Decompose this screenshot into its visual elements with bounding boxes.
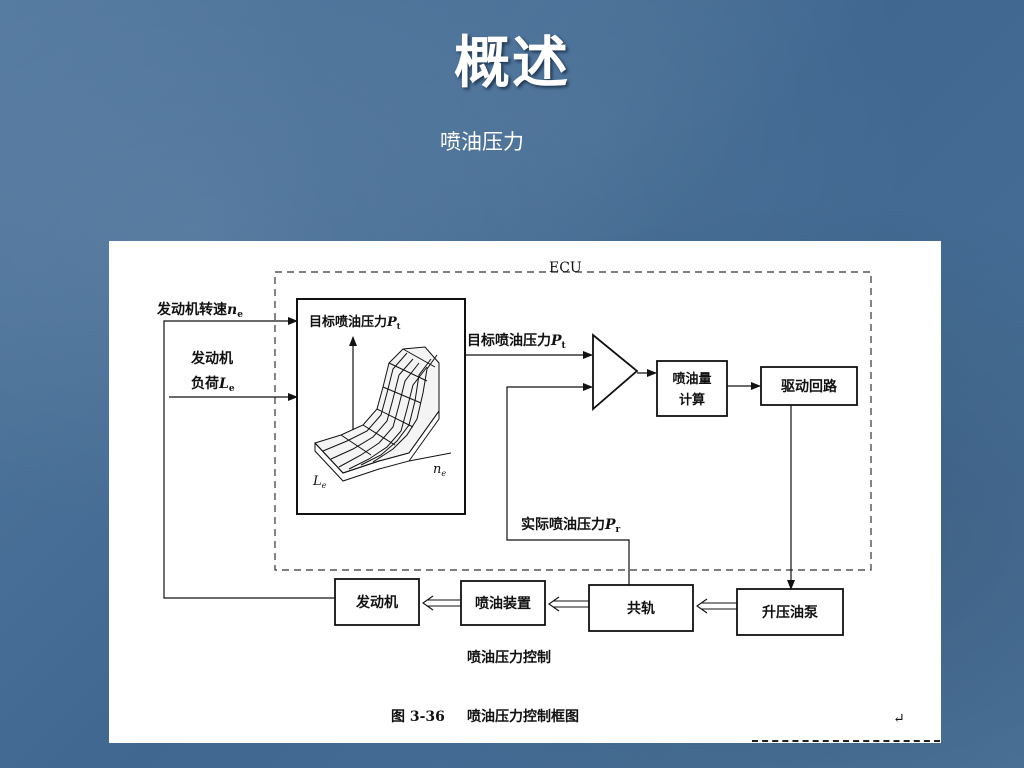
target-signal-label: 目标喷油压力Pt (467, 332, 567, 351)
control-block-diagram: ECU 发动机转速ne 发动机 负荷Le 目标喷油压力Pt (156, 260, 905, 727)
injector-block (460, 580, 546, 626)
figure-panel: ECU 发动机转速ne 发动机 负荷Le 目标喷油压力Pt (109, 241, 941, 743)
map-speed-axis (408, 452, 452, 462)
common-rail-block (588, 584, 694, 632)
drive-circuit-label: 驱动回路 (781, 378, 838, 395)
comparator-triangle (592, 333, 639, 411)
injection-calc-label-line1: 喷油量 (672, 371, 711, 387)
map-title: 目标喷油压力Pt (309, 314, 401, 331)
slide-title: 概述 (454, 31, 570, 96)
ecu-label: ECU (549, 260, 582, 276)
engine-block-label: 发动机 (355, 594, 398, 611)
figure-number: 图 3-36 (391, 709, 445, 725)
input-load-label-line2: 负荷Le (191, 375, 235, 394)
drive-circuit-block (760, 366, 858, 406)
map-axis-load-label: Le (312, 474, 327, 490)
actual-pressure-feedback-line (506, 383, 630, 585)
map-axis-speed-label: ne (433, 462, 446, 478)
injector-block-label: 喷油装置 (475, 595, 531, 612)
slide-subtitle: 喷油压力 (440, 130, 524, 154)
engine-feedback-line (163, 320, 335, 599)
engine-block (334, 578, 420, 626)
figure-caption: 喷油压力控制框图 (467, 708, 579, 725)
input-speed-label: 发动机转速ne (156, 301, 243, 320)
pump-block (736, 588, 844, 636)
pump-block-label: 升压油泵 (762, 604, 818, 621)
injection-calc-block (656, 360, 728, 417)
input-load-label-line1: 发动机 (190, 350, 233, 367)
bottom-dashed-line (752, 740, 940, 742)
injection-calc-label-line2: 计算 (679, 392, 705, 408)
actual-signal-label: 实际喷油压力Pr (521, 516, 621, 535)
return-mark: ↵ (893, 711, 905, 727)
bottom-label: 喷油压力控制 (467, 649, 551, 666)
common-rail-label: 共轨 (627, 600, 655, 617)
map-3d-surface (314, 346, 440, 482)
fuel-flow-arrows (422, 595, 737, 614)
ecu-boundary (274, 271, 872, 571)
